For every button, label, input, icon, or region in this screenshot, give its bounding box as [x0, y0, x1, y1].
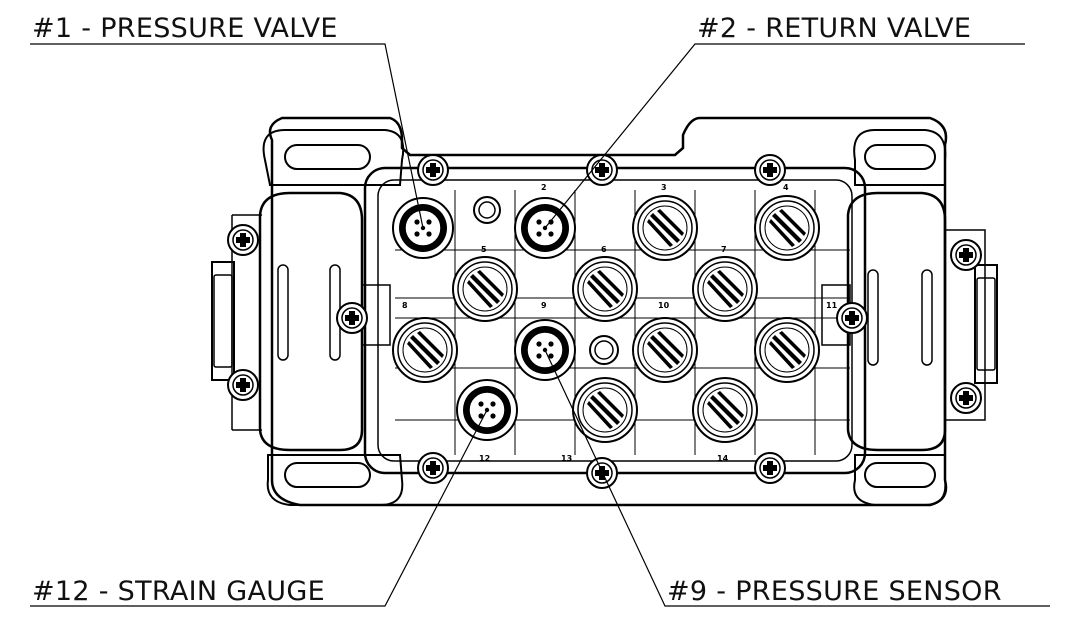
callout-pressure-valve: #1 - PRESSURE VALVE: [32, 13, 338, 44]
port-label-13: 13: [561, 454, 572, 463]
cap-port-4: [754, 195, 820, 261]
cap-port-7: [692, 256, 758, 322]
port-label-2: 2: [541, 183, 547, 192]
port-label-12: 12: [479, 454, 490, 463]
port-label-4: 4: [783, 183, 789, 192]
cap-port-11: [754, 317, 820, 383]
vent-hole-center: [589, 335, 619, 365]
port-label-10: 10: [658, 301, 670, 310]
leader-line-pressure-sensor: [544, 349, 1050, 607]
screw-bottom-right: [754, 452, 786, 484]
callout-return-valve: #2 - RETURN VALVE: [697, 13, 972, 44]
screw-right-lower: [950, 382, 982, 414]
screw-right-clamp: [836, 302, 868, 334]
mounting-tab-bottom-left: [266, 454, 404, 506]
left-end-clamp: [211, 191, 391, 452]
port-label-7: 7: [721, 245, 727, 254]
screw-bottom-left: [417, 452, 449, 484]
callout-pressure-sensor: #9 - PRESSURE SENSOR: [667, 576, 1002, 607]
screw-left-upper: [227, 224, 259, 256]
port-label-11: 11: [826, 301, 838, 310]
screw-left-clamp: [336, 302, 368, 334]
cap-port-3: [632, 195, 698, 261]
screw-right-upper: [950, 239, 982, 271]
cap-port-10: [632, 317, 698, 383]
port-label-5: 5: [481, 245, 487, 254]
cap-port-14: [692, 377, 758, 443]
port-label-9: 9: [541, 301, 547, 310]
screw-top-left: [417, 154, 449, 186]
manifold-flange: [268, 116, 948, 507]
mounting-tab-top-left: [262, 129, 405, 186]
leader-line-pressure-valve: [30, 43, 424, 229]
screw-top-right: [754, 154, 786, 186]
callout-strain-gauge: #12 - STRAIN GAUGE: [32, 576, 325, 607]
leader-line-return-valve: [544, 43, 1025, 229]
vent-hole-top: [473, 196, 501, 224]
screw-left-lower: [227, 369, 259, 401]
port-label-6: 6: [601, 245, 607, 254]
mounting-tab-bottom-right: [853, 454, 947, 506]
port-label-3: 3: [661, 183, 667, 192]
port-label-8: 8: [402, 301, 408, 310]
port-label-14: 14: [717, 454, 729, 463]
cap-port-13: [572, 377, 638, 443]
screw-top-center: [586, 154, 618, 186]
right-end-clamp: [821, 191, 998, 452]
cap-port-8: [392, 317, 458, 383]
cap-port-5: [452, 256, 518, 322]
mounting-tab-top-right: [853, 129, 947, 186]
cap-port-6: [572, 256, 638, 322]
leader-line-strain-gauge: [30, 409, 488, 607]
